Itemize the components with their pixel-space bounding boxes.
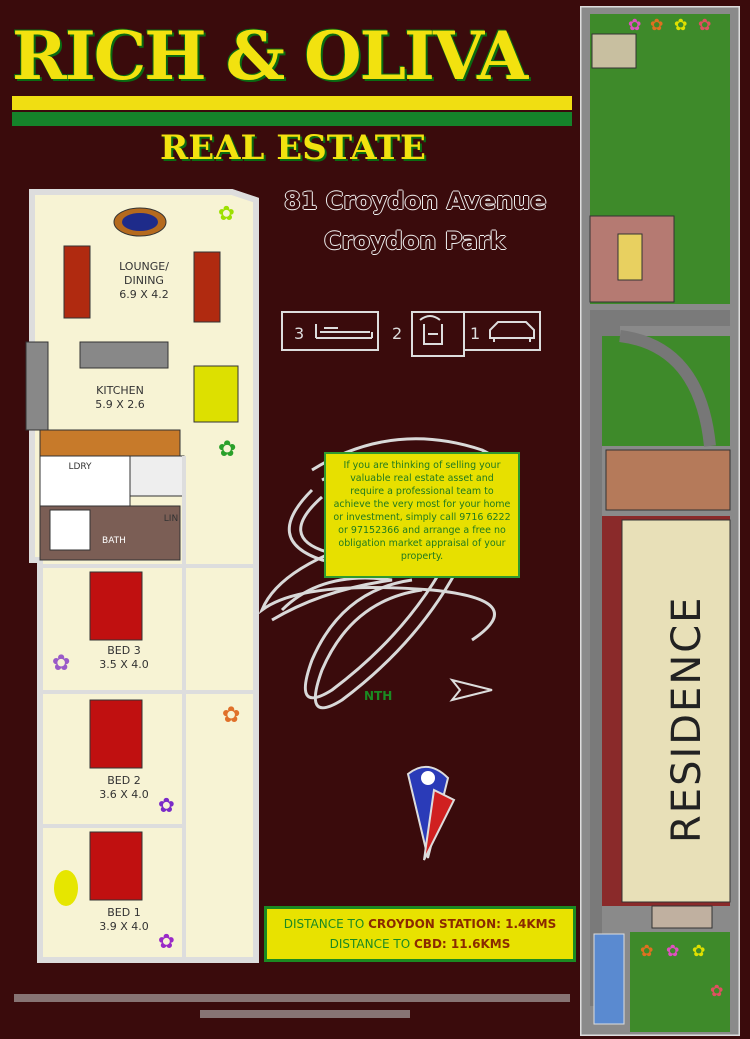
kitchen-name: KITCHEN bbox=[96, 384, 144, 397]
bed-3-name: BED 3 bbox=[107, 644, 141, 657]
agency-badge-logo bbox=[406, 766, 456, 861]
kitchen-size: 5.9 X 2.6 bbox=[95, 398, 145, 411]
undercover-entertaining-area bbox=[605, 449, 731, 511]
bath-count: 2 bbox=[392, 324, 402, 343]
flower-icon: ✿ bbox=[692, 941, 705, 960]
address-suburb: Croydon Park bbox=[324, 227, 506, 255]
brand-subtitle: REAL ESTATE bbox=[160, 128, 426, 168]
sofa-left-icon bbox=[63, 245, 91, 319]
distance-cbd-value: 11.6KMS bbox=[446, 937, 511, 951]
laundry-label: LDRY bbox=[68, 462, 92, 472]
bed-count: 3 bbox=[294, 324, 304, 343]
flower-icon: ✿ bbox=[674, 15, 687, 34]
residence-label: RESIDENCE bbox=[657, 595, 717, 843]
dining-table-icon bbox=[113, 207, 167, 237]
distance-station-line: DISTANCE TO CROYDON STATION: 1.4KMS bbox=[267, 914, 573, 934]
brand-title: RICH & OLIVA bbox=[12, 17, 528, 95]
residence-building bbox=[621, 519, 731, 903]
car-space-icon bbox=[593, 933, 625, 1025]
bed-2-size: 3.6 X 4.0 bbox=[99, 788, 149, 801]
brand-bar-yellow bbox=[12, 96, 572, 110]
distance-cbd-label: DISTANCE TO bbox=[329, 937, 414, 951]
flower-icon: ✿ bbox=[628, 15, 641, 34]
bath-icon bbox=[419, 315, 443, 345]
laundry-room bbox=[39, 455, 131, 507]
laundry-bench bbox=[39, 429, 181, 457]
footer-disclaimer-graphic bbox=[14, 994, 570, 1018]
bed-3-size: 3.5 X 4.0 bbox=[99, 658, 149, 671]
brand-bar-green bbox=[12, 112, 572, 126]
distance-station-place: CROYDON STATION: bbox=[368, 917, 501, 931]
front-porch bbox=[651, 905, 713, 929]
flower-icon: ✿ bbox=[710, 981, 723, 1000]
bed-icon bbox=[315, 324, 373, 339]
lounge-name-2: DINING bbox=[124, 274, 164, 287]
appraisal-info-box: If you are thinking of selling your valu… bbox=[324, 452, 520, 578]
lounge-label: LOUNGE/ DINING 6.9 X 4.2 bbox=[94, 260, 194, 302]
flower-icon: ✿ bbox=[52, 651, 70, 676]
kitchen-side-bench-icon bbox=[25, 341, 49, 431]
bed-1-label: BED 1 3.9 X 4.0 bbox=[84, 906, 164, 934]
flower-icon: ✿ bbox=[666, 941, 679, 960]
car-count: 1 bbox=[470, 324, 480, 343]
bed-1-rug-icon bbox=[54, 870, 78, 906]
toilet-room bbox=[129, 455, 185, 497]
flower-icon: ✿ bbox=[218, 437, 236, 462]
car-feature-frame bbox=[463, 311, 541, 351]
side-lawn bbox=[602, 336, 730, 446]
flower-icon: ✿ bbox=[218, 201, 235, 225]
lounge-name: LOUNGE/ bbox=[119, 260, 169, 273]
distance-station-value: 1.4KMS bbox=[500, 917, 557, 931]
info-phone-1: 9716 6222 bbox=[459, 512, 511, 523]
info-phone-2: 97152366 bbox=[350, 525, 400, 536]
distance-cbd-place: CBD: bbox=[413, 937, 447, 951]
linen-label: LIN bbox=[163, 514, 179, 524]
bed-3-icon bbox=[89, 571, 143, 641]
floor-plan: ✿ ✿ ✿ ✿ ✿ ✿ bbox=[25, 189, 259, 963]
flower-icon: ✿ bbox=[650, 15, 663, 34]
bed-2-label: BED 2 3.6 X 4.0 bbox=[84, 774, 164, 802]
bed-3-label: BED 3 3.5 X 4.0 bbox=[84, 644, 164, 672]
flower-icon: ✿ bbox=[222, 703, 240, 728]
info-text-before: If you are thinking of selling your valu… bbox=[333, 460, 511, 523]
outdoor-table-icon bbox=[617, 233, 643, 281]
garden-shed bbox=[591, 33, 637, 69]
north-arrow-icon bbox=[449, 678, 493, 702]
north-label: NTH bbox=[364, 689, 392, 703]
bath-label: BATH bbox=[102, 536, 126, 546]
sofa-right-icon bbox=[193, 251, 221, 323]
feature-icons-row: 3 2 1 bbox=[281, 311, 541, 357]
fridge-icon bbox=[193, 365, 239, 423]
distance-box: DISTANCE TO CROYDON STATION: 1.4KMS DIST… bbox=[264, 906, 576, 962]
front-garden bbox=[630, 932, 730, 1032]
kitchen-label: KITCHEN 5.9 X 2.6 bbox=[80, 384, 160, 412]
flower-icon: ✿ bbox=[158, 793, 175, 817]
flower-icon: ✿ bbox=[640, 941, 653, 960]
site-plan: ✿ ✿ ✿ ✿ ✿ ✿ ✿ ✿ bbox=[580, 6, 740, 1036]
info-or: or bbox=[338, 525, 351, 536]
address-street: 81 Croydon Avenue bbox=[284, 187, 547, 215]
flower-icon: ✿ bbox=[698, 15, 711, 34]
flower-icon: ✿ bbox=[158, 929, 175, 953]
info-text-after: and arrange a free no obligation market … bbox=[338, 525, 506, 562]
lounge-size: 6.9 X 4.2 bbox=[119, 288, 169, 301]
distance-station-label: DISTANCE TO bbox=[283, 917, 369, 931]
residence-text: RESIDENCE bbox=[664, 595, 710, 843]
distance-cbd-line: DISTANCE TO CBD: 11.6KMS bbox=[267, 934, 573, 954]
bed-1-name: BED 1 bbox=[107, 906, 141, 919]
bed-2-name: BED 2 bbox=[107, 774, 141, 787]
bed-feature-frame bbox=[281, 311, 379, 351]
kitchen-bench-icon bbox=[79, 341, 169, 369]
bed-2-icon bbox=[89, 699, 143, 769]
car-icon bbox=[489, 321, 535, 342]
bath-tub-icon bbox=[49, 509, 91, 551]
bed-1-size: 3.9 X 4.0 bbox=[99, 920, 149, 933]
bed-1-icon bbox=[89, 831, 143, 901]
